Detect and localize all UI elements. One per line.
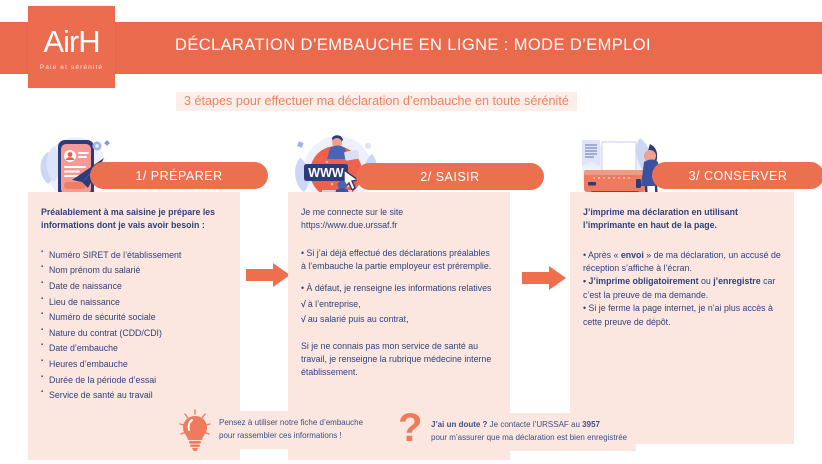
step-2-check-1: √à l’entreprise, xyxy=(301,298,497,311)
step-3-para-2-plain-b: car c’est la preuve de ma demande. xyxy=(583,276,776,300)
subtitle-banner: 3 étapes pour effectuer ma déclaration d… xyxy=(176,92,577,111)
logo: AirH Paie et sérénité xyxy=(28,6,115,88)
arrow-right-icon-2 xyxy=(522,265,566,291)
www-browser-globe-icon: WWW xyxy=(286,128,386,208)
tip-1-line-1: Pensez à utiliser notre fiche d’embauche xyxy=(219,417,364,427)
step-1-lead: Préalablement à ma saisine je prépare le… xyxy=(41,207,216,231)
question-mark-icon: ? xyxy=(398,406,424,454)
tip-2-line-1-plain: Je contacte l’URSSAF au xyxy=(487,419,583,429)
subtitle-text: 3 étapes pour effectuer ma déclaration d… xyxy=(184,94,569,108)
tip-2-line-1-bold: J’ai un doute ? xyxy=(431,419,488,429)
tip-1-line-2: pour rassembler ces informations ! xyxy=(219,430,342,440)
tip-fiche-embauche: Pensez à utiliser notre fiche d’embauche… xyxy=(178,408,373,452)
step-2-para-2: • À défaut, je renseigne les information… xyxy=(301,283,492,294)
step-3-para-3: • Si je ferme la page internet, je n’ai … xyxy=(583,303,773,327)
step-3-para-1-b: » de ma déclaration, un accusé de récept… xyxy=(583,249,781,274)
step-2-check-2: √au salarié puis au contrat, xyxy=(301,313,497,326)
step-3-para-2-plain-a: ou xyxy=(698,276,714,287)
list-item: Nature du contrat (CDD/CDI) xyxy=(41,326,227,341)
check-icon: √ xyxy=(301,314,306,325)
tip-2-line-2: pour m’assurer que ma déclaration est bi… xyxy=(431,432,628,442)
tip-2-phone-number: 3957 xyxy=(582,419,600,429)
logo-tagline: Paie et sérénité xyxy=(39,63,104,71)
step-2-para-1: • Si j’ai déjà effectué des déclarations… xyxy=(301,247,492,272)
list-item: Date d’embauche xyxy=(41,341,227,356)
question-mark-glyph: ? xyxy=(398,406,423,450)
step-2-check-1-label: à l’entreprise, xyxy=(307,298,361,309)
step-2-intro-line1: Je me connecte sur le site xyxy=(301,207,404,217)
step-pill-1[interactable]: 1/ PRÉPARER xyxy=(90,162,268,189)
step-3-para-1-a: • Après « xyxy=(583,249,621,260)
step-3-lead: J’imprime ma déclaration en utilisant l’… xyxy=(583,207,738,231)
list-item: Durée de la période d’essai xyxy=(41,373,227,388)
step-3-para-2-bold-b: j’enregistre xyxy=(713,276,761,287)
list-item: Date de naissance xyxy=(41,279,227,294)
header-band xyxy=(0,22,822,74)
step-3-para-1: • Après « envoi » de ma déclaration, un … xyxy=(583,249,781,276)
step-panel-3: J’imprime ma déclaration en utilisant l’… xyxy=(570,192,794,444)
logo-mark: AirH xyxy=(43,23,100,59)
smartphone-profile-paperplane-icon xyxy=(28,132,120,204)
check-icon: √ xyxy=(301,298,306,309)
step-3-para-1-bold: envoi xyxy=(620,249,644,260)
svg-text:WWW: WWW xyxy=(308,166,344,180)
step-2-check-2-label: au salarié puis au contrat, xyxy=(307,314,409,325)
step-2-para-3: Si je ne connais pas mon service de sant… xyxy=(301,340,492,378)
list-item: Numéro SIRET de l’établissement xyxy=(41,248,227,263)
list-item: Numéro de sécurité sociale xyxy=(41,310,227,325)
step-2-site-url[interactable]: https://www.due.urssaf.fr xyxy=(301,220,398,231)
page-title: DÉCLARATION D’EMBAUCHE EN LIGNE : MODE D… xyxy=(175,36,651,54)
list-item: Heures d’embauche xyxy=(41,357,227,372)
step-1-bullet-list: Numéro SIRET de l’établissement Nom prén… xyxy=(41,248,227,403)
step-pill-3[interactable]: 3/ CONSERVER xyxy=(652,162,822,189)
list-item: Nom prénom du salarié xyxy=(41,263,227,278)
arrow-right-icon-1 xyxy=(246,262,290,288)
tip-urssaf-contact: ? J’ai un doute ? Je contacte l’URSSAF a… xyxy=(398,406,637,454)
step-3-para-2-bold-a: • J’imprime obligatoirement xyxy=(583,276,699,287)
tip-2-text: J’ai un doute ? Je contacte l’URSSAF au … xyxy=(424,412,637,452)
step-pill-2[interactable]: 2/ SAISIR xyxy=(356,163,544,190)
list-item: Lieu de naissance xyxy=(41,295,227,310)
lightbulb-icon xyxy=(178,408,212,452)
step-2-intro: Je me connecte sur le site https://www.d… xyxy=(301,206,497,233)
list-item: Service de santé au travail xyxy=(41,388,227,403)
tip-1-text: Pensez à utiliser notre fiche d’embauche… xyxy=(212,410,373,450)
step-3-para-2: • J’imprime obligatoirement ou j’enregis… xyxy=(583,275,781,302)
